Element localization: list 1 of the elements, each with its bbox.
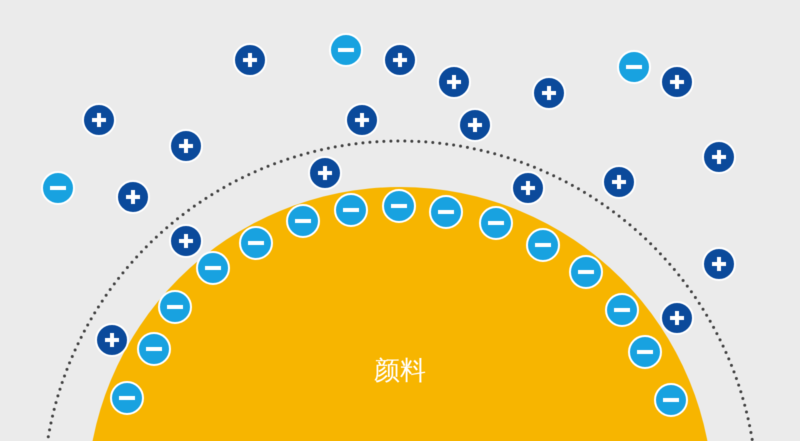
particle-label: 颜料 xyxy=(374,355,426,388)
